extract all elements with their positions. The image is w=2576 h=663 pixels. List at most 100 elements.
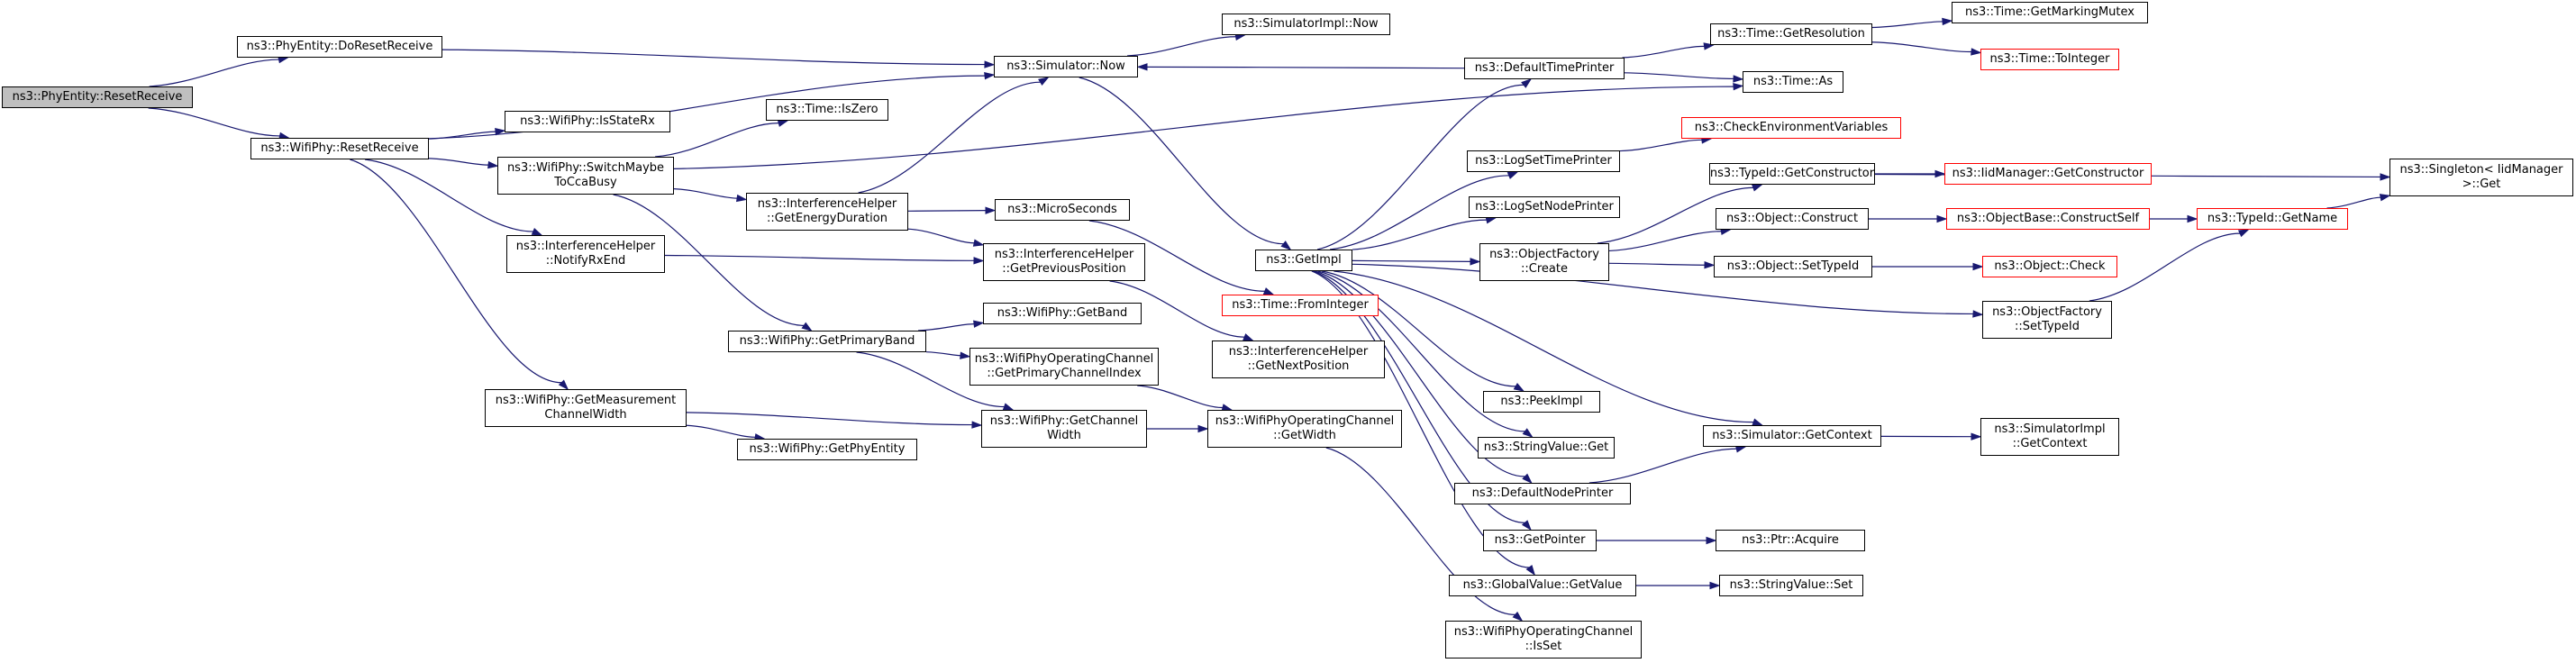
- node-label-line: ::IsSet: [1525, 640, 1562, 653]
- edge-getimpl-to-stringvalueget: [1317, 270, 1525, 432]
- arrowhead-getimpl-to-globalvalueget: [1525, 565, 1536, 577]
- graph-node-getimpl[interactable]: ns3::GetImpl: [1255, 250, 1352, 271]
- node-label-line: ChannelWidth: [544, 408, 627, 422]
- arrowhead-getimpl-to-defaulttimeprinter: [1521, 78, 1533, 88]
- arrowhead-defaulttimeprinter-to-timeas: [1733, 75, 1744, 83]
- edge-reset-to-doreset: [149, 59, 279, 87]
- graph-node-getphyentity[interactable]: ns3::WifiPhy::GetPhyEntity: [737, 439, 917, 460]
- graph-node-checkenv[interactable]: ns3::CheckEnvironmentVariables: [1681, 117, 1901, 139]
- graph-node-typeidgetctor[interactable]: ns3::TypeId::GetConstructor: [1709, 163, 1875, 185]
- graph-node-getprimarychidx[interactable]: ns3::WifiPhyOperatingChannel::GetPrimary…: [969, 348, 1159, 386]
- graph-node-logsettimeprinter[interactable]: ns3::LogSetTimePrinter: [1467, 150, 1620, 172]
- node-label-line: ns3::GetImpl: [1266, 253, 1342, 267]
- graph-node-doreset[interactable]: ns3::PhyEntity::DoResetReceive: [237, 36, 442, 58]
- node-label-line: ::Create: [1521, 262, 1568, 276]
- node-label-line: ns3::Time::ToInteger: [1989, 52, 2110, 66]
- graph-node-singletonget[interactable]: ns3::Singleton< IidManager >::Get: [2389, 159, 2573, 196]
- node-label-line: ns3::InterferenceHelper: [757, 197, 897, 211]
- graph-node-globalvalueget[interactable]: ns3::GlobalValue::GetValue: [1449, 575, 1636, 596]
- graph-node-simimplgetcontext[interactable]: ns3::SimulatorImpl::GetContext: [1980, 418, 2119, 456]
- node-label-line: ns3::SimulatorImpl: [1994, 422, 2106, 436]
- graph-node-tointeger[interactable]: ns3::Time::ToInteger: [1980, 49, 2119, 70]
- graph-node-defaulttimeprinter[interactable]: ns3::DefaultTimePrinter: [1464, 58, 1625, 79]
- graph-node-now[interactable]: ns3::Simulator::Now: [994, 56, 1138, 77]
- arrowhead-wifireset-to-isstaterx: [495, 127, 506, 136]
- graph-node-getprevpos[interactable]: ns3::InterferenceHelper::GetPreviousPosi…: [983, 243, 1145, 281]
- arrowhead-getimpl-to-logsettimeprinter: [1506, 171, 1519, 179]
- graph-node-objcheck[interactable]: ns3::Object::Check: [1982, 256, 2117, 277]
- node-label-line: ::GetContext: [2012, 437, 2088, 450]
- graph-node-simimplnow[interactable]: ns3::SimulatorImpl::Now: [1222, 14, 1390, 35]
- graph-node-getmarkingmutex[interactable]: ns3::Time::GetMarkingMutex: [1952, 2, 2148, 23]
- node-label-line: ns3::PhyEntity::ResetReceive: [12, 90, 183, 104]
- edge-getenergydur-to-microseconds: [907, 210, 987, 212]
- edge-now-to-getimpl: [1079, 77, 1284, 245]
- graph-node-iidmgrgetctor[interactable]: ns3::IidManager::GetConstructor: [1944, 163, 2152, 185]
- graph-node-opisset[interactable]: ns3::WifiPhyOperatingChannel::IsSet: [1445, 621, 1642, 658]
- edge-switchmaybe-to-timeas: [673, 86, 1734, 169]
- graph-node-defaultnodeprinter[interactable]: ns3::DefaultNodePrinter: [1454, 483, 1631, 504]
- node-label-line: ::GetNextPosition: [1247, 359, 1350, 373]
- edge-objfactcreate-to-objconstruct: [1608, 231, 1722, 252]
- node-label-line: ns3::Singleton< IidManager: [2399, 163, 2563, 177]
- edge-getimpl-to-logsettimeprinter: [1329, 175, 1509, 250]
- graph-node-notifyrxend[interactable]: ns3::InterferenceHelper::NotifyRxEnd: [506, 235, 665, 273]
- node-label-line: ns3::InterferenceHelper: [515, 240, 656, 253]
- graph-node-frominteger[interactable]: ns3::Time::FromInteger: [1222, 295, 1379, 316]
- graph-node-objbaseconstructself[interactable]: ns3::ObjectBase::ConstructSelf: [1946, 208, 2150, 230]
- arrowhead-typeidgetctor-to-iidmgrgetctor: [1934, 169, 1946, 178]
- graph-node-getpointer[interactable]: ns3::GetPointer: [1483, 530, 1597, 551]
- graph-node-objfactsettypeid[interactable]: ns3::ObjectFactory::SetTypeId: [1982, 301, 2112, 339]
- node-label-line: ns3::Object::Construct: [1725, 212, 1859, 225]
- node-label-line: ns3::WifiPhyOperatingChannel: [1453, 625, 1634, 639]
- arrowhead-simgetcontext-to-simimplgetcontext: [1971, 432, 1982, 440]
- graph-node-ptracquire[interactable]: ns3::Ptr::Acquire: [1716, 530, 1865, 551]
- arrowhead-getimpl-to-peekimpl: [1513, 383, 1525, 392]
- graph-node-getenergydur[interactable]: ns3::InterferenceHelper::GetEnergyDurati…: [746, 193, 908, 231]
- arrowhead-getprimaryband-to-getchwidth: [1002, 403, 1015, 411]
- edge-switchmaybe-to-getprimaryband: [613, 194, 805, 326]
- graph-node-typeidgetname[interactable]: ns3::TypeId::GetName: [2197, 208, 2348, 230]
- edge-defaulttimeprinter-to-getresolution: [1622, 45, 1705, 59]
- node-label-line: ns3::Time::GetMarkingMutex: [1965, 5, 2135, 19]
- graph-node-getresolution[interactable]: ns3::Time::GetResolution: [1710, 23, 1872, 45]
- graph-node-logsetnodeprinter[interactable]: ns3::LogSetNodePrinter: [1469, 196, 1620, 218]
- graph-node-stringvalueset[interactable]: ns3::StringValue::Set: [1719, 575, 1863, 596]
- graph-node-simgetcontext[interactable]: ns3::Simulator::GetContext: [1703, 425, 1881, 447]
- graph-node-objconstruct[interactable]: ns3::Object::Construct: [1716, 208, 1869, 230]
- graph-node-objsettypeid[interactable]: ns3::Object::SetTypeId: [1714, 256, 1872, 277]
- graph-node-getband[interactable]: ns3::WifiPhy::GetBand: [983, 303, 1142, 324]
- edge-logsettimeprinter-to-checkenv: [1619, 139, 1702, 152]
- arrowhead-objfactcreate-to-typeidgetctor: [1752, 184, 1763, 192]
- arrowhead-objfactsettypeid-to-typeidgetname: [2237, 229, 2250, 238]
- arrowhead-defaulttimeprinter-to-now: [1136, 63, 1148, 71]
- edge-switchmaybe-to-iszero: [655, 123, 779, 158]
- arrowhead-getenergydur-to-getprevpos: [972, 239, 985, 247]
- graph-node-isstaterx[interactable]: ns3::WifiPhy::IsStateRx: [505, 111, 670, 132]
- graph-node-microseconds[interactable]: ns3::MicroSeconds: [995, 199, 1130, 221]
- edge-getprimaryband-to-getband: [918, 323, 975, 332]
- node-label-line: ns3::WifiPhy::SwitchMaybe: [506, 161, 665, 175]
- graph-node-getprimaryband[interactable]: ns3::WifiPhy::GetPrimaryBand: [728, 331, 926, 352]
- arrowhead-notifyrxend-to-getprevpos: [973, 257, 985, 265]
- arrowhead-objsettypeid-to-objcheck: [1972, 262, 1984, 271]
- arrowhead-getprimaryband-to-getprimarychidx: [960, 351, 971, 359]
- graph-node-getnextpos[interactable]: ns3::InterferenceHelper::GetNextPosition: [1212, 341, 1385, 378]
- edge-now-to-simimplnow: [1127, 36, 1236, 57]
- graph-node-wifireset[interactable]: ns3::WifiPhy::ResetReceive: [250, 138, 429, 159]
- graph-node-objfactcreate[interactable]: ns3::ObjectFactory::Create: [1479, 243, 1609, 281]
- node-label-line: ns3::TypeId::GetName: [2207, 212, 2338, 225]
- graph-node-opgetwidth[interactable]: ns3::WifiPhyOperatingChannel::GetWidth: [1207, 410, 1402, 448]
- node-label-line: ns3::TypeId::GetConstructor: [1709, 167, 1875, 180]
- graph-node-iszero[interactable]: ns3::Time::IsZero: [766, 99, 888, 121]
- arrowhead-getprevpos-to-getnextpos: [1242, 333, 1254, 341]
- graph-node-peekimpl[interactable]: ns3::PeekImpl: [1483, 391, 1600, 413]
- edge-defaulttimeprinter-to-now: [1146, 66, 1465, 69]
- graph-node-stringvalueget[interactable]: ns3::StringValue::Get: [1478, 437, 1615, 459]
- edge-doreset-to-now: [441, 49, 986, 66]
- graph-node-timeas[interactable]: ns3::Time::As: [1743, 71, 1843, 93]
